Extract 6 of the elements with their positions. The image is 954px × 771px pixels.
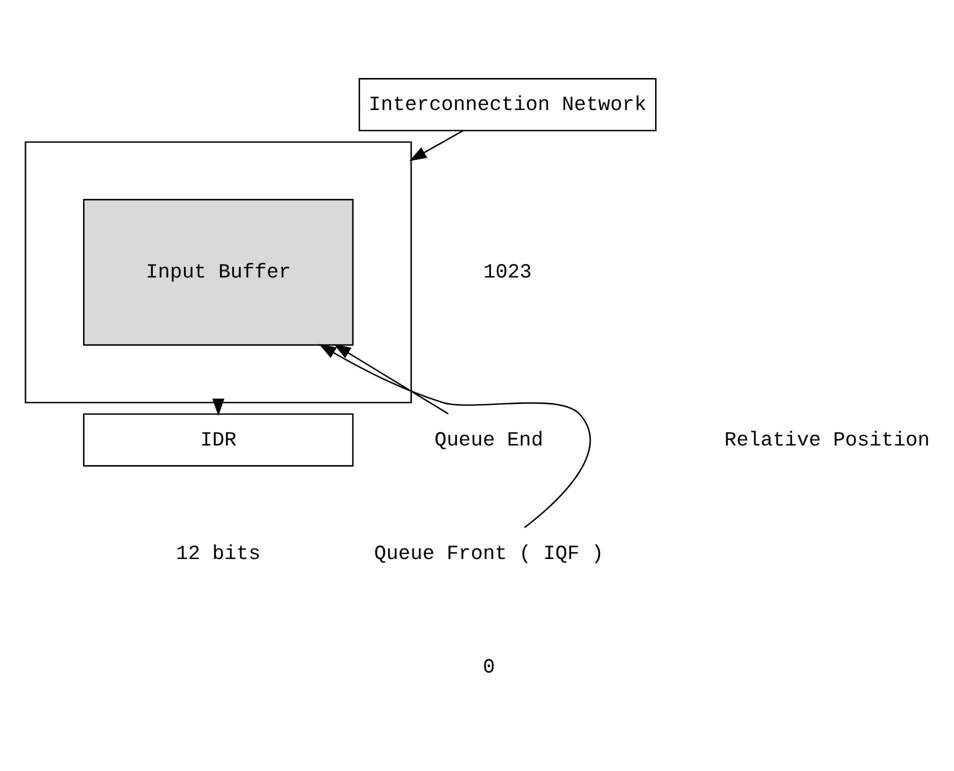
label: 12 bits [176, 542, 261, 566]
label: 0 [482, 656, 495, 680]
label: Relative Position [724, 428, 930, 452]
node-text: Queue End [434, 428, 544, 452]
node-text: Queue Front ( IQF ) [374, 542, 604, 566]
label: 1023 [483, 261, 532, 284]
